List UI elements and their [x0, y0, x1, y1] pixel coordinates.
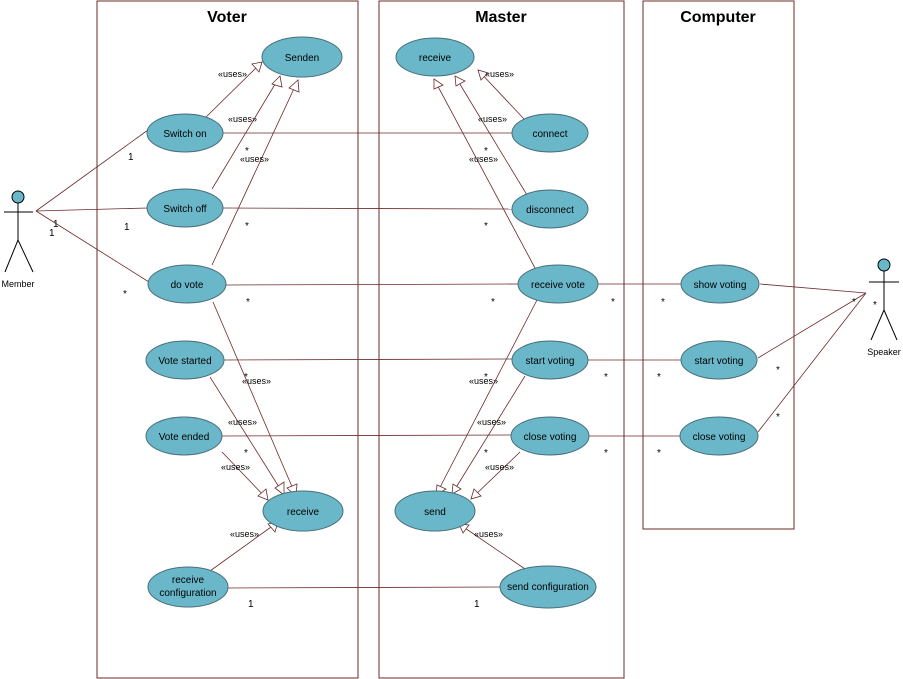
usecase-master-close-voting-label: close voting — [524, 432, 577, 443]
usecase-master-receive-label: receive — [419, 53, 452, 64]
multiplicity-label: * — [776, 412, 780, 423]
multiplicity-label: * — [657, 448, 661, 459]
usecase-switch-on — [146, 113, 224, 153]
system-computer-title: Computer — [680, 9, 756, 26]
multiplicity-label: * — [657, 372, 661, 383]
usecase-connect — [511, 113, 589, 153]
multiplicity-label: * — [244, 372, 248, 383]
multiplicity-label: 1 — [128, 152, 134, 163]
multiplicity-label: * — [661, 297, 665, 308]
multiplicity-label: * — [604, 372, 608, 383]
usecase-voter-receive-label: receive — [287, 507, 320, 518]
usecase-send-configuration-label: send configuration — [507, 582, 589, 593]
multiplicity-label: * — [246, 297, 250, 308]
actor-speaker-head — [877, 258, 891, 272]
usecase-send-label: send — [424, 507, 446, 518]
multiplicity-label: * — [611, 297, 615, 308]
usecase-show-voting — [680, 264, 760, 304]
usecase-vote-ended-label: Vote ended — [159, 432, 210, 443]
multiplicity-label: * — [484, 372, 488, 383]
uses-label: «uses» — [485, 69, 514, 79]
actor-speaker: Speaker — [867, 258, 901, 357]
uses-label: «uses» — [469, 154, 498, 164]
usecase-computer-start-voting-label: start voting — [695, 356, 744, 367]
uses-label: «uses» — [242, 376, 271, 386]
associations — [35, 129, 867, 589]
usecase-do-vote-label: do vote — [171, 280, 204, 291]
usecase-master-receive — [395, 37, 475, 77]
usecase-computer-close-voting-label: close voting — [693, 432, 746, 443]
multiplicity-label: * — [484, 221, 488, 232]
usecase-computer-start-voting — [680, 340, 758, 380]
uses-label: «uses» — [218, 69, 247, 79]
multiplicity-label: 1 — [248, 599, 254, 610]
usecase-show-voting-label: show voting — [694, 280, 747, 291]
uses-label: «uses» — [485, 462, 514, 472]
actor-speaker-label: Speaker — [867, 347, 901, 357]
multiplicity-label: * — [484, 146, 488, 157]
usecase-disconnect — [511, 189, 589, 229]
usecase-switch-off-label: Switch off — [163, 204, 206, 215]
usecase-send-configuration — [499, 565, 597, 609]
multiplicity-label: * — [776, 365, 780, 376]
usecase-receive-configuration — [147, 566, 229, 608]
actor-member-head — [11, 190, 25, 204]
uses-label: «uses» — [230, 529, 259, 539]
multiplicity-label: * — [245, 146, 249, 157]
multiplicity-label: * — [244, 448, 248, 459]
actor-member: Member — [1, 190, 35, 289]
usecase-master-close-voting — [510, 416, 590, 456]
usecase-voter-receive — [262, 490, 344, 532]
uses-label: «uses» — [228, 114, 257, 124]
uses-label: «uses» — [478, 114, 507, 124]
multiplicity-label: 1 — [474, 599, 480, 610]
multiplicity-label: 1 — [49, 228, 55, 239]
multiplicity-label: * — [852, 297, 856, 308]
usecase-receive-vote-label: receive vote — [531, 280, 585, 291]
multiplicity-label: * — [604, 448, 608, 459]
uses-label: «uses» — [477, 417, 506, 427]
usecase-receive-configuration-label-1: receive — [172, 575, 205, 586]
uses-label: «uses» — [221, 462, 250, 472]
usecase-receive-configuration-label-2: configuration — [159, 588, 216, 599]
usecase-switch-off — [146, 188, 224, 228]
usecase-send — [394, 490, 476, 532]
usecase-vote-started-label: Vote started — [158, 356, 211, 367]
system-voter — [96, 0, 359, 679]
uses-label: «uses» — [474, 529, 503, 539]
usecase-vote-ended — [145, 416, 223, 456]
multiplicity-label: * — [491, 297, 495, 308]
uses-labels: «uses» «uses» «uses» «uses» «uses» «uses… — [218, 69, 514, 539]
usecase-connect-label: connect — [532, 129, 567, 140]
uses-label: «uses» — [240, 154, 269, 164]
usecase-switch-on-label: Switch on — [163, 129, 206, 140]
uses-label: «uses» — [228, 417, 257, 427]
multiplicity-label: 1 — [124, 222, 130, 233]
system-master-title: Master — [475, 9, 527, 26]
usecase-vote-started — [145, 340, 225, 380]
usecase-master-start-voting-label: start voting — [526, 356, 575, 367]
system-voter-title: Voter — [207, 9, 247, 26]
usecase-disconnect-label: disconnect — [526, 205, 574, 216]
multiplicities: 1 1 1 1 * * * * * * 1 * * * * * 1 * * * … — [49, 146, 877, 610]
uses-label: «uses» — [469, 376, 498, 386]
actor-member-label: Member — [1, 279, 34, 289]
usecase-receive-vote — [517, 264, 599, 304]
multiplicity-label: * — [873, 300, 877, 311]
multiplicity-label: * — [123, 289, 127, 300]
multiplicity-label: 1 — [53, 219, 59, 230]
multiplicity-label: * — [484, 448, 488, 459]
usecase-computer-close-voting — [679, 416, 759, 456]
multiplicity-label: * — [245, 221, 249, 232]
usecase-master-start-voting — [511, 340, 589, 380]
usecase-do-vote — [147, 264, 227, 304]
usecase-senden-label: Senden — [285, 53, 319, 64]
system-master — [378, 0, 625, 679]
usecase-senden — [261, 36, 343, 78]
